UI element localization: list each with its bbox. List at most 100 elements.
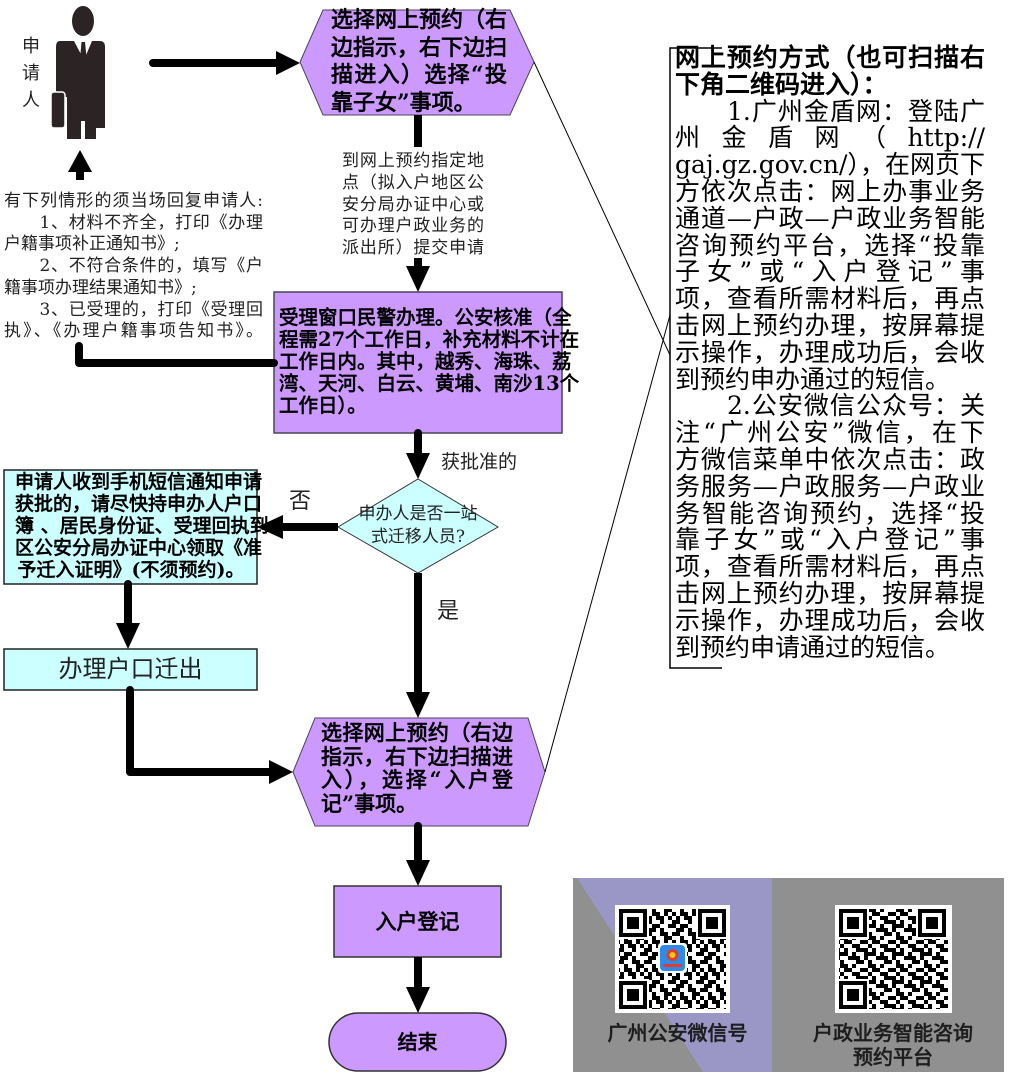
qr-panel xyxy=(573,878,1004,1072)
submit-note-line: 派出所）提交申请 xyxy=(342,238,484,259)
info-line: gaj.gz.gov.cn/），在网页下 xyxy=(675,150,985,180)
qr-code-icon xyxy=(835,905,952,1013)
submit-note-line: 到网上预约指定地 xyxy=(342,151,484,171)
submit-note-line: 点（拟入户地区公 xyxy=(342,172,484,193)
step3-line: 指示，右下边扫描进 xyxy=(321,743,513,769)
info-line: 子女”或“入户登记”事 xyxy=(675,257,985,287)
arrow-step3-to-registration xyxy=(406,822,430,886)
info-line: 击网上预约办理，按屏幕提 xyxy=(675,578,985,608)
decision-text: 申办人是否一站 式迁移人员? xyxy=(348,503,488,549)
end-terminator xyxy=(328,1012,507,1072)
step3-line: 记”事项。 xyxy=(321,790,418,816)
move-out-text: 办理户口迁出 xyxy=(58,655,203,683)
decision-no-label: 否 xyxy=(289,489,312,514)
info-line: 到预约申请通过的短信。 xyxy=(675,632,951,662)
collect-line: 区公安分局办证中心领取《准 xyxy=(15,537,263,559)
info-title-line: 网上预约方式（也可扫描右 xyxy=(675,43,985,72)
info-line: 靠子女”或“入户登记”事 xyxy=(675,525,985,555)
qr-label-line: 广州公安微信号 xyxy=(607,1021,748,1045)
arrow-registration-to-end xyxy=(406,957,430,1013)
collect-certificate-box xyxy=(3,469,258,585)
decision-line: 申办人是否一站 xyxy=(358,504,478,524)
applicant-label: 申 请 人 xyxy=(20,33,42,114)
arrow-decision-yes xyxy=(406,573,430,718)
qr-label-booking-platform: 户政业务智能咨询 预约平台 xyxy=(800,1021,986,1069)
callout-line-step1 xyxy=(533,61,671,356)
step3-line: 选择网上预约（右边 xyxy=(321,720,513,745)
info-line: 到预约申办通过的短信。 xyxy=(675,364,951,394)
qr-label-line: 户政业务智能咨询 xyxy=(813,1021,973,1045)
submit-note-line: 安分局办证中心或 xyxy=(342,194,484,215)
collect-line: 予迁入证明》(不须预约)。 xyxy=(17,559,245,581)
window-processing-box xyxy=(273,291,563,434)
end-text: 结束 xyxy=(397,1030,438,1054)
info-line: 项，查看所需材料后，再点 xyxy=(675,552,985,582)
collect-certificate-text: 申请人收到手机短信通知申请 获批的，请尽快持申办人户口 簿 、居民身份证、受理回… xyxy=(15,471,269,581)
window-processing-text: 受理窗口民警办理。公安核准（全 程需27个工作日，补充材料不计在 工作日内。其中… xyxy=(279,306,580,417)
collect-line: 簿 、居民身份证、受理回执到 xyxy=(15,515,269,537)
applicant-label-char: 申 xyxy=(22,36,40,57)
arrow-step1-to-window xyxy=(406,115,430,292)
return-note-line: 籍事项办理结果通知书》; xyxy=(4,277,197,298)
info-line: 项，查看所需材料后，再点 xyxy=(675,284,985,314)
qr-label-line: 预约平台 xyxy=(853,1045,933,1069)
info-line: 击网上预约办理，按屏幕提 xyxy=(675,310,985,340)
connector-window-to-return-note xyxy=(75,342,278,367)
applicant-label-char: 请 xyxy=(22,63,40,84)
info-line: 2.公安微信公众号：关 xyxy=(675,391,985,421)
info-line: 方微信菜单中依次点击：政 xyxy=(675,444,985,474)
info-line: 州金盾网（http:// xyxy=(675,123,985,153)
qr-label-police-wechat: 广州公安微信号 xyxy=(590,1021,765,1045)
step3-line: 入），选择“入户登 xyxy=(321,767,513,792)
submit-application-note: 到网上预约指定地 点（拟入户地区公 安分局办证中心或 可办理户政业务的 派出所）… xyxy=(342,151,484,260)
info-bracket xyxy=(669,47,722,669)
return-note: 有下列情形的须当场回复申请人: 1、材料不齐全，打印《办理 户籍事项补正通知书》… xyxy=(4,191,263,343)
arrow-window-to-decision xyxy=(406,429,430,479)
arrow-collect-to-moveout xyxy=(116,580,140,649)
step3-online-booking-text: 选择网上预约（右边 指示，右下边扫描进 入），选择“入户登 记”事项。 xyxy=(321,721,513,815)
info-line: 通道—户政—户政业务智能 xyxy=(675,203,985,233)
info-line: 示操作，办理成功后，会收 xyxy=(675,337,985,367)
step1-line: 描进入）选择“投 xyxy=(331,62,507,88)
step1-line: 靠子女”事项。 xyxy=(331,89,476,116)
approved-label: 获批准的 xyxy=(441,451,518,473)
return-note-line: 2、不符合条件的，填写《户 xyxy=(4,256,263,277)
return-note-line: 执》、《办理户籍事项告知书》。 xyxy=(4,321,263,342)
info-line: 示操作，办理成功后，会收 xyxy=(675,605,985,635)
arrow-applicant-to-step1 xyxy=(149,51,300,75)
registration-text: 入户登记 xyxy=(375,909,460,934)
window-line: 工作日内。其中，越秀、海珠、荔 xyxy=(279,350,572,373)
step1-line: 边指示，右下边扫 xyxy=(331,34,508,61)
info-line: 注“广州公安”微信，在下 xyxy=(675,418,985,448)
info-line: 务服务—户政服务—户政业 xyxy=(675,471,985,501)
window-line: 工作日）。 xyxy=(279,394,367,417)
info-line: 方依次点击：网上办事业务 xyxy=(675,176,985,206)
return-note-line: 3、已受理的，打印《受理回 xyxy=(4,299,263,320)
police-badge-icon xyxy=(658,943,687,973)
online-booking-info: 网上预约方式（也可扫描右 下角二维码进入）： 1.广州金盾网：登陆广 州金盾网（… xyxy=(675,43,985,662)
arrow-moveout-to-step3 xyxy=(126,686,293,784)
move-out-box xyxy=(3,648,258,691)
info-title-line: 下角二维码进入）： xyxy=(675,69,888,99)
info-line: 务智能咨询预约，选择“投 xyxy=(675,498,985,528)
decision-line: 式迁移人员? xyxy=(370,527,466,547)
info-line: 咨询预约平台，选择“投靠 xyxy=(675,230,985,260)
person-icon xyxy=(50,6,105,139)
collect-line: 申请人收到手机短信通知申请 xyxy=(15,471,263,493)
step3-hexagon xyxy=(292,717,546,827)
step1-line: 选择网上预约（右 xyxy=(331,7,508,33)
submit-note-line: 可办理户政业务的 xyxy=(342,216,484,237)
qr-code-icon xyxy=(615,905,730,1013)
return-note-line: 1、材料不齐全，打印《办理 xyxy=(4,212,263,233)
decision-yes-label: 是 xyxy=(437,599,460,624)
arrow-decision-no xyxy=(257,515,338,539)
return-note-line: 有下列情形的须当场回复申请人: xyxy=(4,191,263,211)
registration-box xyxy=(333,885,502,958)
window-line: 受理窗口民警办理。公安核准（全 xyxy=(279,306,572,329)
window-line: 湾、天河、白云、黄埔、南沙13个 xyxy=(279,372,580,395)
info-line: 1.广州金盾网：登陆广 xyxy=(675,96,985,126)
return-to-applicant-arrow xyxy=(68,150,92,180)
return-note-line: 户籍事项补正通知书》; xyxy=(4,234,180,255)
